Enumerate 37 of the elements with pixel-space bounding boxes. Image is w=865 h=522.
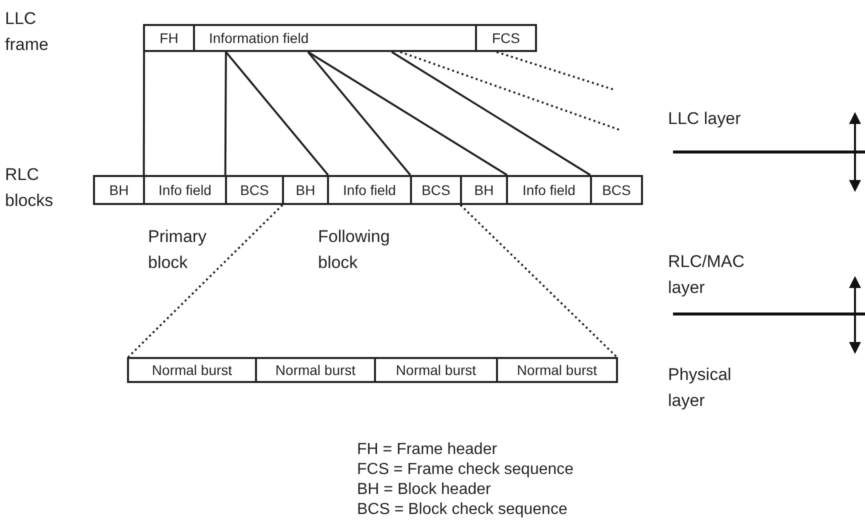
frame-check-field: FCS [475,24,537,52]
burst-field: Normal burst [255,357,376,383]
dotted-line [400,51,620,131]
block-label: Following block [318,226,391,274]
block-label: Primary block [148,226,208,274]
legend-definition: FCS = Frame check sequence [357,460,574,480]
layer-label: Physical layer [668,364,732,412]
frame-header-field: FH [143,24,195,52]
burst-field: Normal burst [496,357,618,383]
info-field: Info field [143,175,227,205]
dotted-line [460,204,618,358]
info-field: Info field [506,175,592,205]
legend-definition: BH = Block header [357,480,491,500]
connector-line [391,51,591,176]
connector-line [308,51,508,176]
block-header-field: BH [460,175,508,205]
block-check-field: BCS [590,175,643,205]
connector-line [224,52,227,175]
connector-line [142,52,146,175]
block-check-field: BCS [410,175,462,205]
frame-label: LLC frame [5,8,50,56]
info-field: Info field [327,175,412,205]
legend-definition: FH = Frame header [357,440,498,460]
block-header-field: BH [93,175,145,205]
connector-line [307,51,412,176]
block-check-field: BCS [225,175,284,205]
layer-label: RLC/MAC layer [668,251,746,299]
connector-line [225,51,329,176]
blocks-label: RLC blocks [5,164,54,212]
burst-field: Normal burst [374,357,498,383]
burst-field: Normal burst [127,357,257,383]
layer-label: LLC layer [668,108,742,130]
dotted-line [496,51,616,91]
legend-definition: BCS = Block check sequence [357,500,568,520]
information-field: Information field [193,24,477,52]
dotted-line [128,204,284,358]
block-header-field: BH [282,175,329,205]
